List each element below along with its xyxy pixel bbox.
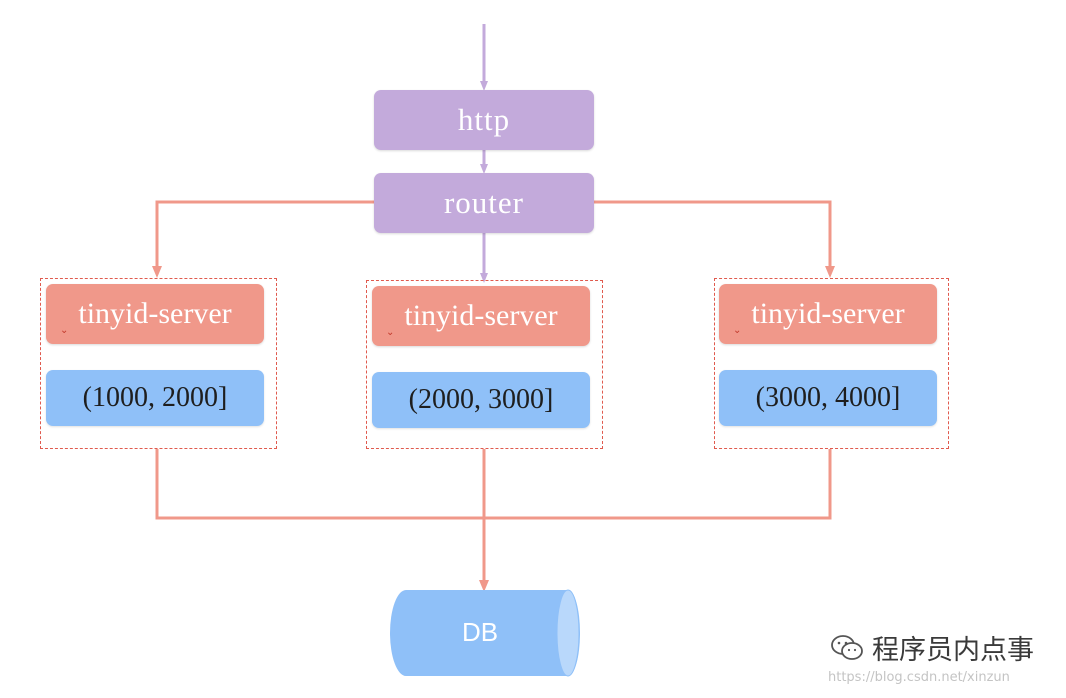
spellcheck-mark: ⌄ (733, 325, 742, 336)
wechat-icon (831, 634, 863, 660)
range-node-1: (1000, 2000] (46, 370, 264, 426)
connector-server-3-to-bus (484, 449, 832, 520)
arrow-router-to-server-1 (152, 200, 374, 278)
server-node-2: tinyid-server (372, 286, 590, 346)
watermark-url: https://blog.csdn.net/xinzun (828, 670, 1010, 685)
watermark-account: 程序员内点事 (872, 635, 1034, 666)
arrow-router-to-server-3 (594, 200, 835, 278)
watermark: 程序员内点事 (830, 628, 1034, 667)
server-node-3: tinyid-server (719, 284, 937, 344)
range-node-3: (3000, 4000] (719, 370, 937, 426)
server-group-2 (366, 280, 603, 449)
server-group-3 (714, 278, 949, 449)
connector-server-1-to-bus (155, 449, 484, 520)
range-node-2: (2000, 3000] (372, 372, 590, 428)
spellcheck-mark: ⌄ (60, 325, 69, 336)
db-cylinder (390, 589, 580, 677)
spellcheck-mark: ⌄ (386, 327, 395, 338)
server-group-1 (40, 278, 277, 449)
db-label: DB (461, 616, 499, 647)
server-node-1: tinyid-server (46, 284, 264, 344)
http-node: http (374, 90, 594, 150)
router-node: router (374, 173, 594, 233)
